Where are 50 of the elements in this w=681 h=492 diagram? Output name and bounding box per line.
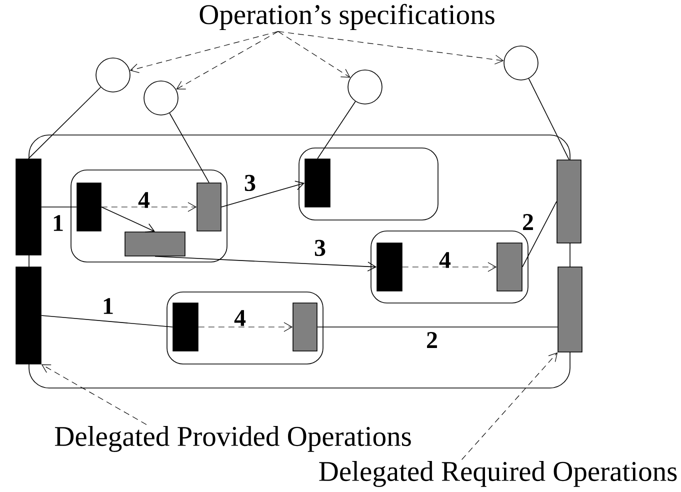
dashed-arrow	[130, 31, 278, 74]
dashed-arrow	[101, 202, 197, 212]
arrow	[101, 206, 155, 232]
dashed-arrow	[278, 31, 350, 78]
interface-circle	[144, 80, 178, 116]
interface-circle	[96, 58, 130, 92]
connector-line	[41, 315, 174, 328]
dashed-arrow	[41, 364, 147, 425]
provided-port	[16, 266, 42, 364]
edge-label: 1	[54, 215, 63, 231]
provided-port	[376, 242, 402, 292]
label-text: Operation’s specifications	[200, 4, 494, 30]
connector-line	[522, 201, 557, 268]
label-text: Delegated Provided Operations	[54, 426, 411, 452]
connector-line	[41, 206, 77, 208]
label-text: Delegated Required Operations	[319, 461, 677, 487]
provided-port	[76, 182, 102, 232]
required-port	[124, 232, 186, 256]
required-port	[556, 160, 582, 244]
provided-port	[304, 158, 330, 208]
connector-line	[317, 101, 356, 159]
dashed-arrow	[198, 322, 293, 332]
component-box	[370, 230, 528, 304]
arrow	[221, 180, 305, 208]
edge-label: 2	[523, 214, 533, 230]
interface-circle	[504, 46, 538, 80]
dashed-arrow	[176, 31, 278, 90]
dashed-arrow	[402, 262, 497, 272]
edge-label: 3	[244, 174, 256, 192]
component-box	[298, 148, 438, 220]
provided-port	[16, 158, 42, 256]
required-port	[292, 302, 318, 352]
connector-line	[317, 326, 558, 328]
dashed-arrow	[462, 352, 558, 460]
required-port	[196, 182, 222, 232]
component-box	[70, 170, 228, 262]
component-box	[166, 292, 324, 364]
dashed-arrow	[278, 31, 504, 64]
edge-label: 4	[439, 252, 451, 268]
edge-label: 3	[314, 240, 326, 256]
edge-label: 4	[234, 310, 246, 326]
edge-label: 2	[427, 332, 437, 348]
required-port	[496, 242, 522, 292]
provided-port	[172, 302, 198, 352]
connector-line	[169, 112, 210, 183]
edge-label: 4	[138, 192, 150, 208]
arrow	[154, 256, 377, 272]
required-port	[558, 266, 582, 352]
edge-label: 1	[104, 298, 113, 314]
interface-circle	[348, 70, 382, 104]
